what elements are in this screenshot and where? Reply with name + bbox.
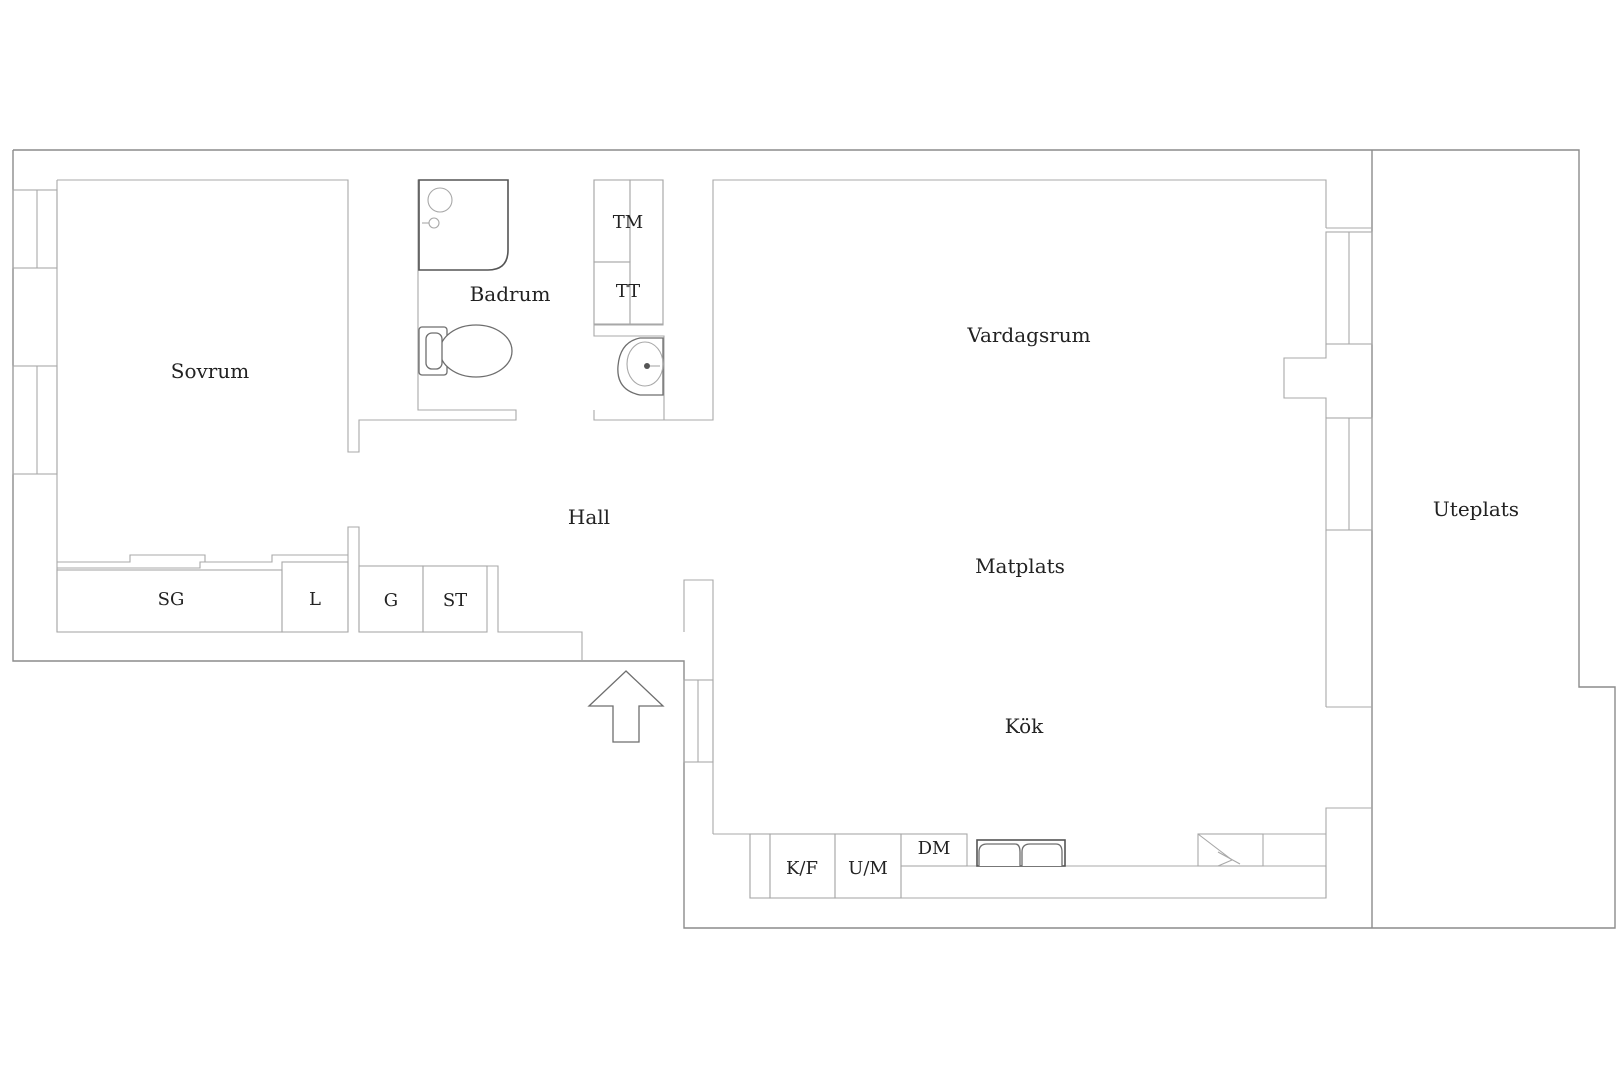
room-label-kok: Kök <box>1005 714 1044 738</box>
window-right-2 <box>1325 417 1373 531</box>
fireplace-stub <box>1283 344 1327 418</box>
window-right-1 <box>1325 227 1373 345</box>
toilet-icon <box>418 324 513 378</box>
room-label-vardagsrum: Vardagsrum <box>966 323 1090 347</box>
badrum-walls <box>593 179 1327 421</box>
room-label-sovrum: Sovrum <box>171 359 249 383</box>
label-kf: K/F <box>786 858 818 879</box>
cabinet-dm: DM <box>900 833 968 867</box>
cabinet-tt: TT <box>593 261 640 325</box>
entry-wall <box>487 565 583 661</box>
label-st: ST <box>443 590 467 611</box>
label-g: G <box>384 590 398 611</box>
stove-icon <box>1197 833 1264 867</box>
outer-walls <box>12 149 1616 929</box>
hall-wall-stub <box>347 526 360 632</box>
label-dm: DM <box>918 838 951 859</box>
label-um: U/M <box>848 858 888 879</box>
room-label-hall: Hall <box>568 505 610 529</box>
room-label-matplats: Matplats <box>975 554 1065 578</box>
right-wall-cap-2 <box>1325 807 1372 898</box>
label-l: L <box>309 589 321 610</box>
closet-g: G <box>358 565 424 633</box>
room-label-badrum: Badrum <box>470 282 551 306</box>
cabinet-um: U/M <box>834 833 902 899</box>
wardrobe-l: L <box>281 561 349 633</box>
shower <box>418 179 509 271</box>
room-label-uteplats: Uteplats <box>1433 497 1519 521</box>
sink-icon <box>617 337 664 396</box>
cabinet-kf: K/F <box>749 833 836 899</box>
label-tm: TM <box>613 212 643 233</box>
kitchen-left-wall <box>683 579 714 834</box>
closet-st: ST <box>422 565 488 633</box>
window-left-1 <box>12 189 58 269</box>
cabinet-tm: TM <box>593 179 664 325</box>
label-sg: SG <box>158 589 185 610</box>
window-left-2 <box>12 365 58 475</box>
label-tt: TT <box>616 281 640 302</box>
kitchen-sink-icon <box>976 839 1066 867</box>
wardrobe-sg: SG <box>56 554 348 633</box>
entrance-arrow-icon <box>587 670 665 743</box>
sovrum-walls <box>56 179 517 632</box>
